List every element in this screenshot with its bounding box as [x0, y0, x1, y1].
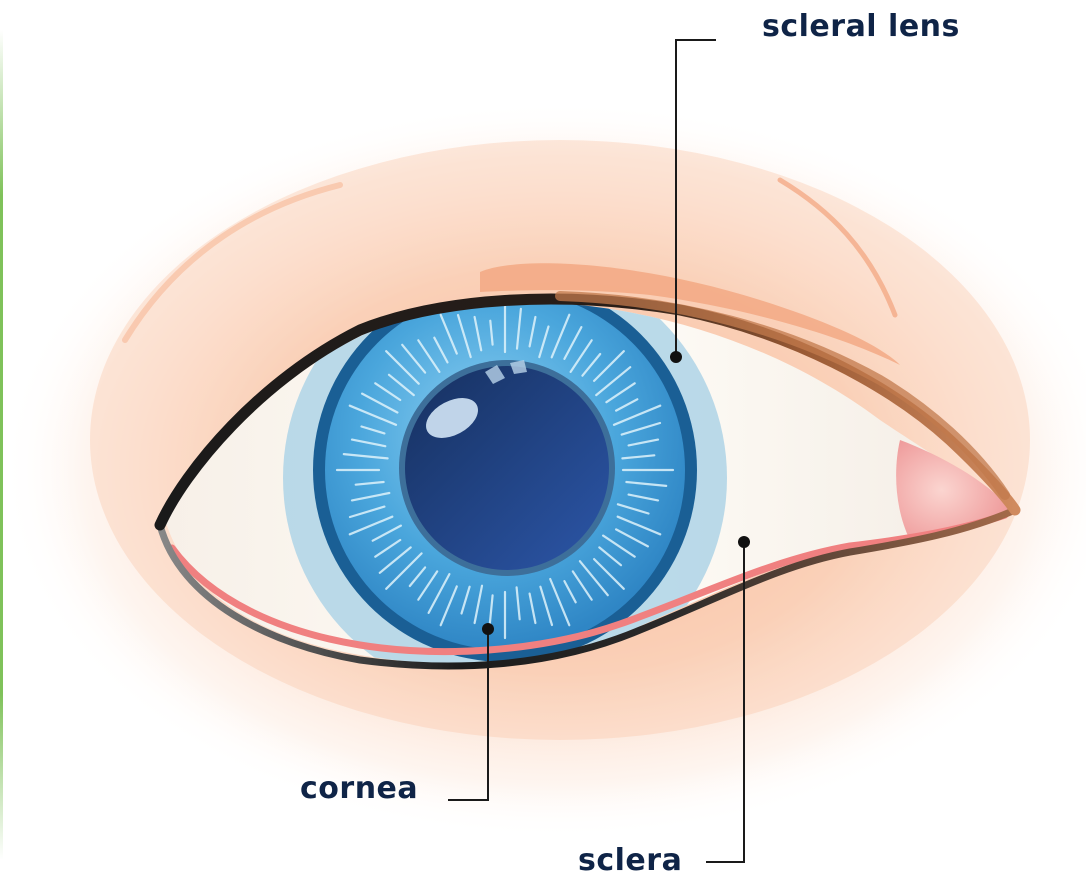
marker-cornea: [482, 623, 494, 635]
pupil: [405, 366, 609, 570]
label-cornea: cornea: [300, 774, 418, 804]
label-scleral-lens: scleral lens: [762, 12, 960, 42]
marker-sclera: [738, 536, 750, 548]
label-sclera: sclera: [578, 846, 682, 876]
left-edge-strip: [0, 30, 3, 860]
marker-scleral-lens: [670, 351, 682, 363]
